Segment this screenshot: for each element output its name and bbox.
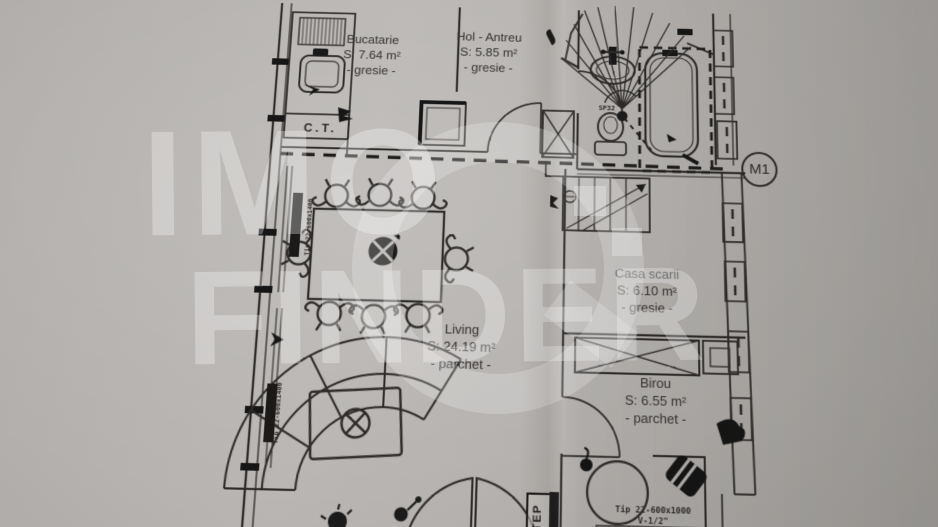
room-label-birou: Birou S: 6.55 m² - parchet - [592,373,720,430]
room-floor: - parchet - [397,354,524,375]
desk-crossed [575,338,738,377]
toilet [595,110,628,155]
plant [320,504,352,527]
room-label-living: Living S: 24.19 m² - parchet - [397,319,525,375]
small-glyph [580,448,593,472]
armchair-glyph [716,419,745,446]
radiator-valve: V-1/2" [596,515,710,527]
room-label-bucatarie: Bucatarie S: 7.64 m² - gresie - [311,30,432,79]
room-floor: - gresie - [429,59,548,77]
plant-small [394,496,422,522]
radiator-upper [289,193,303,257]
room-floor: - parchet - [592,408,720,429]
masonry-hatch [713,30,752,440]
edge-label-tep: TEP [525,492,551,527]
plan-linework [208,8,802,527]
floor-plan: Bucatarie S: 7.64 m² - gresie - Hol - An… [208,8,802,527]
boiler-room-label: C.T. [292,121,349,135]
winder-stairs [560,5,691,111]
office-chair [663,453,709,499]
room-floor: - gresie - [585,298,710,318]
room-label-hol: Hol - Antreu S: 5.85 m² - gresie - [429,28,549,77]
shaft-crossed-box [542,110,574,157]
coffee-table [310,388,402,459]
fridge [420,102,466,146]
bathtub [645,49,698,163]
ceiling-lamp-filled [368,234,400,266]
radiator-label-birou: Tip 22-600x1000 V-1/2" [596,504,710,527]
straight-stairs [563,176,650,232]
room-label-casa-scarii: Casa scarii S: 6.10 m² - gresie - [585,264,710,318]
window-arrow [270,332,284,347]
bath-code-label: SP32 [586,104,629,112]
room-floor: - gresie - [311,61,431,79]
walls [240,3,757,527]
